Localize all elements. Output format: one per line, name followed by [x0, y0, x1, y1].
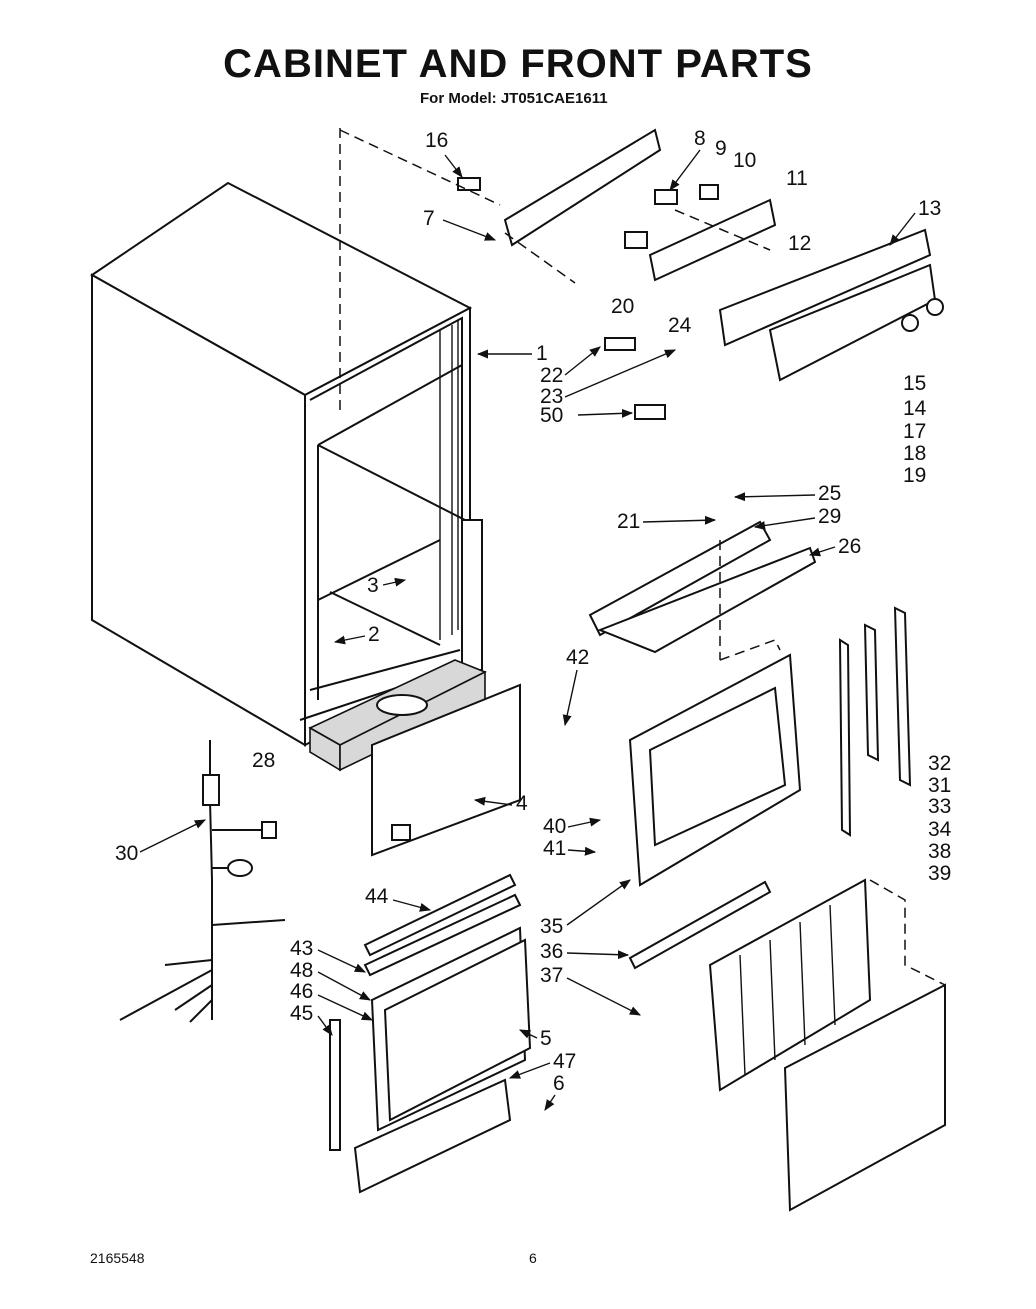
- callout-19: 19: [903, 464, 926, 487]
- callout-23: 23: [540, 385, 563, 408]
- page-number: 6: [529, 1250, 537, 1266]
- callout-13: 13: [918, 197, 941, 220]
- callout-38: 38: [928, 840, 951, 863]
- document-number: 2165548: [90, 1250, 145, 1266]
- callout-47: 47: [553, 1050, 576, 1073]
- callout-45: 45: [290, 1002, 313, 1025]
- callout-3: 3: [367, 574, 379, 597]
- callout-17: 17: [903, 420, 926, 443]
- callout-30: 30: [115, 842, 138, 865]
- callout-12: 12: [788, 232, 811, 255]
- callout-10: 10: [733, 149, 756, 172]
- callout-26: 26: [838, 535, 861, 558]
- callout-14: 14: [903, 397, 927, 420]
- door-frame-drawing: [628, 639, 802, 887]
- callout-6: 6: [553, 1072, 565, 1095]
- callout-43: 43: [290, 937, 313, 960]
- page-title: CABINET AND FRONT PARTS: [223, 42, 813, 86]
- bottom-rail-drawing: [628, 880, 772, 970]
- wiring-harness-drawing: [119, 740, 286, 1023]
- cabinet-drawing: [90, 181, 483, 747]
- callout-28: 28: [252, 749, 275, 772]
- callout-5: 5: [540, 1027, 552, 1050]
- callout-1: 1: [536, 342, 548, 365]
- callout-11: 11: [786, 167, 808, 190]
- lower-panel-drawing: [371, 683, 521, 857]
- callout-16: 16: [425, 129, 448, 152]
- callout-7: 7: [423, 207, 435, 230]
- door-liner-drawing: [708, 878, 946, 1212]
- model-subtitle: For Model: JT051CAE1611: [420, 90, 608, 107]
- front-panel-drawing: [329, 873, 532, 1194]
- callout-41: 41: [543, 837, 566, 860]
- callout-24: 24: [668, 314, 692, 337]
- callout-32: 32: [928, 752, 951, 775]
- callout-9: 9: [715, 137, 727, 160]
- top-trim-drawing: [588, 520, 817, 660]
- callout-33: 33: [928, 795, 951, 818]
- guide-lines: [339, 128, 771, 410]
- callout-22: 22: [540, 364, 563, 387]
- callout-50: 50: [540, 404, 563, 427]
- callout-25: 25: [818, 482, 841, 505]
- callout-labels: 16 7 8 9 10 11 13 12 20 24 1 22 23 50 15…: [115, 127, 952, 1111]
- callout-34: 34: [928, 818, 952, 841]
- callout-42: 42: [566, 646, 589, 669]
- callout-15: 15: [903, 372, 926, 395]
- control-rail-drawings: [457, 128, 944, 420]
- callout-2: 2: [368, 623, 380, 646]
- callout-29: 29: [818, 505, 841, 528]
- callout-37: 37: [540, 964, 563, 987]
- callout-31: 31: [928, 774, 951, 797]
- callout-40: 40: [543, 815, 566, 838]
- callout-48: 48: [290, 959, 313, 982]
- callout-18: 18: [903, 442, 926, 465]
- callout-36: 36: [540, 940, 563, 963]
- callout-21: 21: [617, 510, 640, 533]
- callout-39: 39: [928, 862, 951, 885]
- callout-46: 46: [290, 980, 313, 1003]
- callout-4: 4: [516, 792, 528, 815]
- callout-44: 44: [365, 885, 389, 908]
- callout-20: 20: [611, 295, 634, 318]
- callout-35: 35: [540, 915, 563, 938]
- side-strip-drawings: [838, 606, 912, 837]
- callout-8: 8: [694, 127, 706, 150]
